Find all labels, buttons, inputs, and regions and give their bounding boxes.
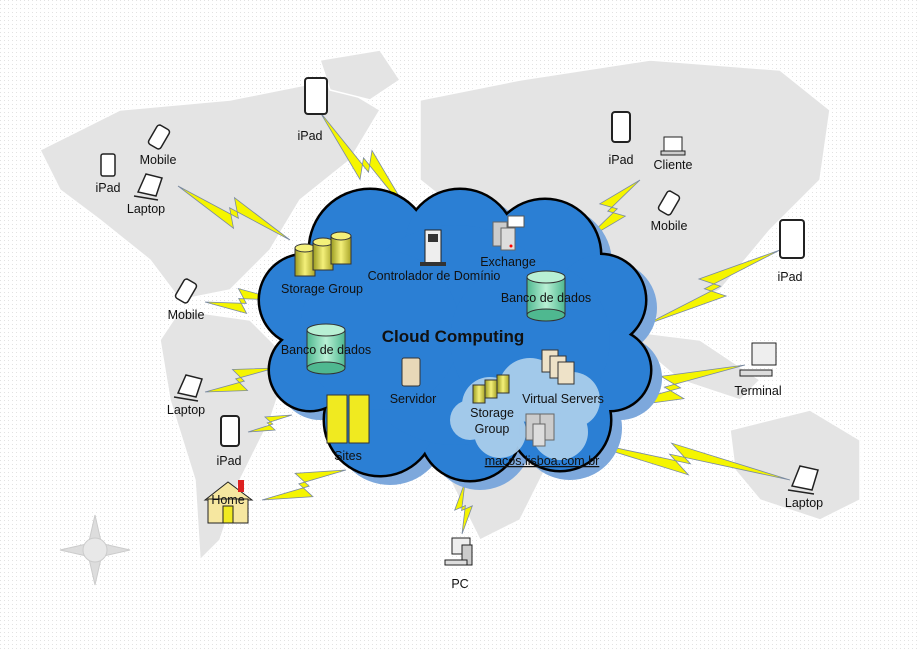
mobile-icon — [174, 278, 198, 304]
label-virtual-servers: Virtual Servers — [522, 392, 604, 406]
virtual-servers-icon — [541, 349, 575, 385]
label-mobile-nw: Mobile — [140, 153, 177, 167]
label-domain-controller: Controlador de Domínio — [368, 269, 501, 283]
storage-group-icon — [294, 231, 352, 277]
client-monitor-icon — [660, 136, 686, 156]
lightning-bolt — [247, 414, 293, 433]
label-mobile-ne: Mobile — [651, 219, 688, 233]
label-ipad-top: iPad — [297, 129, 322, 143]
label-laptop-se: Laptop — [785, 496, 823, 510]
label-database-right: Banco de dados — [501, 291, 591, 305]
compass-rose — [59, 514, 131, 586]
cloud-title: Cloud Computing — [382, 327, 525, 346]
label-pc: PC — [451, 577, 468, 591]
exchange-icon — [492, 215, 525, 251]
label-cliente: Cliente — [654, 158, 693, 172]
database-icon — [306, 323, 346, 375]
domain-controller-icon — [420, 229, 446, 266]
label-database-left: Banco de dados — [281, 343, 371, 357]
laptop-icon — [133, 173, 163, 201]
server-cluster-icon — [525, 413, 555, 447]
ipad-icon — [779, 219, 805, 259]
label-ipad-ne: iPad — [608, 153, 633, 167]
database-icon — [526, 270, 566, 322]
label-ipad-sw: iPad — [216, 454, 241, 468]
laptop-icon — [173, 374, 203, 402]
label-home: Home — [211, 493, 244, 507]
label-mobile-w: Mobile — [168, 308, 205, 322]
label-laptop-sw: Laptop — [167, 403, 205, 417]
ipad-icon — [220, 415, 240, 447]
cloud — [257, 187, 662, 490]
home-icon — [203, 480, 254, 524]
lightning-bolt — [261, 469, 347, 501]
mobile-icon — [147, 124, 171, 150]
label-terminal: Terminal — [734, 384, 781, 398]
label-laptop-nw: Laptop — [127, 202, 165, 216]
laptop-icon — [787, 465, 819, 495]
mobile-icon — [657, 190, 681, 216]
label-ipad-e: iPad — [777, 270, 802, 284]
label-storage-group: Storage Group — [281, 282, 363, 296]
terminal-icon — [739, 342, 777, 377]
label-ipad-nw: iPad — [95, 181, 120, 195]
ipad-icon — [611, 111, 631, 143]
lightning-bolt — [177, 185, 291, 241]
server-icon — [401, 357, 421, 387]
label-sites: Sites — [334, 449, 362, 463]
lightning-links — [177, 111, 791, 535]
pc-icon — [444, 537, 473, 566]
label-server: Servidor — [390, 392, 437, 406]
ipad-icon — [304, 77, 328, 115]
inner-storage-icon — [472, 374, 510, 404]
label-inner-storage-2: Group — [475, 422, 510, 436]
cloud-lobe — [450, 400, 490, 440]
ipad-icon — [100, 153, 116, 177]
label-exchange: Exchange — [480, 255, 536, 269]
label-inner-storage-1: Storage — [470, 406, 514, 420]
sites-icon — [326, 394, 370, 444]
url-link[interactable]: macos.lisboa.com.br — [485, 454, 600, 468]
